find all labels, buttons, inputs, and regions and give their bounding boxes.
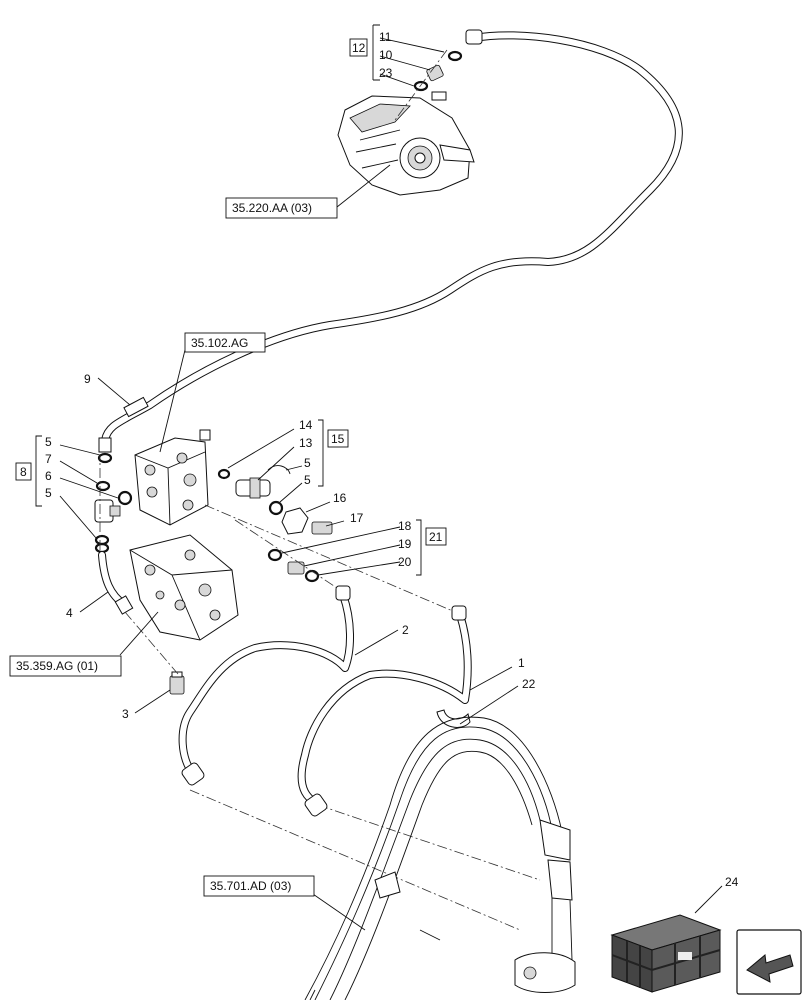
ref-valve-bottom[interactable]: 35.359.AG (01) bbox=[9, 655, 122, 677]
fitting-17[interactable] bbox=[311, 521, 333, 535]
hose-9[interactable] bbox=[98, 29, 683, 453]
callout-labels: 11 10 23 12 9 14 13 5 5 15 16 17 18 19 2… bbox=[15, 30, 739, 889]
tee-fitting-8[interactable] bbox=[94, 499, 121, 523]
ref-loader[interactable]: 35.701.AD (03) bbox=[203, 875, 315, 897]
control-valve-block[interactable] bbox=[129, 534, 239, 641]
callout-24: 24 bbox=[725, 875, 739, 889]
hose-4[interactable] bbox=[98, 551, 134, 615]
ref-valve-top-label: 35.102.AG bbox=[191, 336, 248, 350]
callout-6: 6 bbox=[45, 469, 52, 483]
callout-4: 4 bbox=[66, 606, 73, 620]
hose-clamp-22[interactable] bbox=[436, 709, 471, 728]
adapter-19[interactable] bbox=[287, 561, 305, 575]
o-ring-11[interactable] bbox=[447, 50, 463, 62]
elbow-fitting-13[interactable] bbox=[235, 477, 271, 499]
callout-19: 19 bbox=[398, 537, 412, 551]
callout-21: 21 bbox=[429, 530, 443, 544]
o-ring-23[interactable] bbox=[413, 80, 429, 92]
ref-loader-label: 35.701.AD (03) bbox=[210, 879, 291, 893]
callout-10: 10 bbox=[379, 48, 393, 62]
kit-box-icon bbox=[610, 914, 722, 993]
callout-5-upper: 5 bbox=[304, 456, 311, 470]
callout-2: 2 bbox=[402, 623, 409, 637]
o-ring-5-top[interactable] bbox=[97, 452, 113, 464]
callout-12: 12 bbox=[352, 41, 366, 55]
hose-2[interactable] bbox=[178, 585, 355, 787]
callout-15: 15 bbox=[331, 432, 345, 446]
callout-17: 17 bbox=[350, 511, 364, 525]
callout-5-bottom: 5 bbox=[45, 486, 52, 500]
nut-16[interactable] bbox=[281, 507, 309, 535]
callout-5-lower: 5 bbox=[304, 473, 311, 487]
loader-frame-section bbox=[304, 716, 576, 1000]
callout-11: 11 bbox=[379, 30, 392, 44]
hose-1[interactable] bbox=[297, 605, 472, 818]
leader-lines bbox=[35, 24, 723, 931]
callout-13: 13 bbox=[299, 436, 313, 450]
callout-5-top: 5 bbox=[45, 435, 52, 449]
callout-14: 14 bbox=[299, 418, 313, 432]
callout-20: 20 bbox=[398, 555, 412, 569]
o-ring-14[interactable] bbox=[217, 468, 231, 480]
o-ring-20[interactable] bbox=[304, 569, 320, 583]
o-ring-6[interactable] bbox=[117, 490, 133, 506]
callout-18: 18 bbox=[398, 519, 412, 533]
ref-valve-bottom-label: 35.359.AG (01) bbox=[16, 659, 98, 673]
callout-8: 8 bbox=[20, 465, 27, 479]
hydraulic-pump[interactable] bbox=[337, 91, 475, 196]
callout-16: 16 bbox=[333, 491, 347, 505]
ref-pump-label: 35.220.AA (03) bbox=[232, 201, 312, 215]
callout-3: 3 bbox=[122, 707, 129, 721]
o-ring-5-lower[interactable] bbox=[268, 500, 284, 516]
callout-23: 23 bbox=[379, 66, 393, 80]
o-ring-18[interactable] bbox=[267, 548, 283, 562]
ref-pump[interactable]: 35.220.AA (03) bbox=[225, 197, 338, 219]
o-ring-5-bottom[interactable] bbox=[94, 534, 110, 546]
callout-1: 1 bbox=[518, 656, 525, 670]
navigation-arrow-icon[interactable] bbox=[736, 929, 802, 995]
callout-22: 22 bbox=[522, 677, 536, 691]
o-ring-7[interactable] bbox=[95, 480, 111, 492]
control-valve-section[interactable] bbox=[134, 429, 211, 526]
fitting-10[interactable] bbox=[426, 64, 444, 82]
fitting-3[interactable] bbox=[169, 671, 185, 695]
ref-valve-top[interactable]: 35.102.AG bbox=[184, 332, 266, 353]
callout-9: 9 bbox=[84, 372, 91, 386]
callout-7: 7 bbox=[45, 452, 52, 466]
